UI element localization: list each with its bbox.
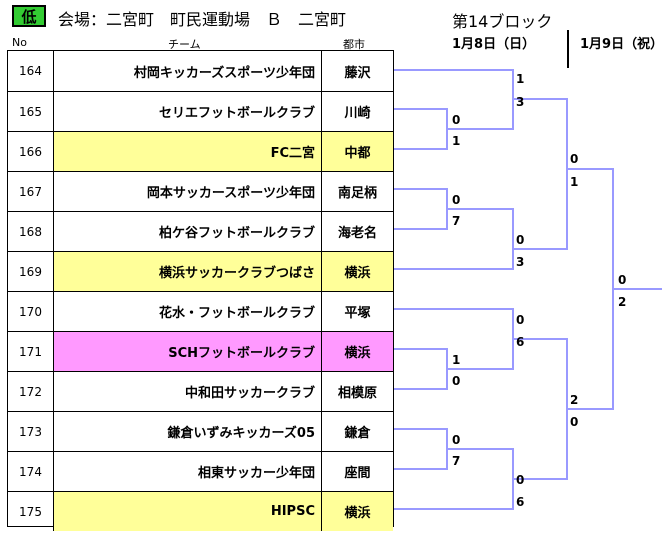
team-city: 座間 bbox=[344, 466, 371, 481]
bracket-line bbox=[394, 428, 448, 470]
team-number: 170 bbox=[8, 292, 54, 331]
team-city: 海老名 bbox=[337, 226, 377, 241]
team-number: 173 bbox=[8, 412, 54, 451]
match-score: 0 bbox=[452, 113, 461, 127]
team-name: FC二宮 bbox=[54, 132, 322, 171]
match-score: 1 bbox=[452, 353, 461, 367]
round2-date: 1月9日（祝） bbox=[580, 37, 664, 52]
block-title: 第14ブロック bbox=[452, 12, 553, 31]
match-score: 3 bbox=[516, 255, 525, 269]
team-number: 174 bbox=[8, 452, 54, 491]
match-score: 2 bbox=[570, 393, 579, 407]
col-header-no: No bbox=[12, 36, 27, 49]
team-city: 横浜 bbox=[322, 252, 393, 291]
match-score: 7 bbox=[452, 454, 461, 468]
match-score: 0 bbox=[516, 233, 525, 247]
team-city: 横浜 bbox=[322, 332, 393, 371]
round1-date: 1月8日（日） bbox=[452, 37, 536, 52]
match-score: 1 bbox=[516, 72, 525, 86]
team-name: HIPSC bbox=[54, 492, 322, 531]
team-name: 横浜サッカークラブつばさ bbox=[54, 252, 322, 291]
bracket-line bbox=[567, 168, 614, 410]
team-city: 相模原 bbox=[337, 386, 377, 401]
bracket-line bbox=[394, 108, 448, 150]
col-header-city: 都市 bbox=[343, 38, 365, 51]
bracket-line bbox=[513, 98, 568, 250]
date-separator bbox=[567, 30, 569, 68]
team-city: 平塚 bbox=[344, 306, 371, 321]
level-badge: 低 bbox=[12, 5, 46, 27]
team-city: 鎌倉 bbox=[344, 426, 371, 441]
match-score: 3 bbox=[516, 95, 525, 109]
team-name: セリエフットボールクラブ bbox=[54, 92, 322, 131]
team-number: 165 bbox=[8, 92, 54, 131]
team-number: 168 bbox=[8, 212, 54, 251]
team-city: 横浜 bbox=[322, 492, 393, 531]
team-name: 相東サッカー少年団 bbox=[54, 452, 322, 491]
team-name: 岡本サッカースポーツ少年団 bbox=[54, 172, 322, 211]
team-city: 中都 bbox=[322, 132, 393, 171]
team-name: 村岡キッカーズスポーツ少年団 bbox=[54, 51, 322, 91]
team-number: 171 bbox=[8, 332, 54, 371]
team-number: 167 bbox=[8, 172, 54, 211]
col-header-team: チーム bbox=[168, 38, 201, 51]
team-city: 藤沢 bbox=[344, 65, 371, 81]
team-number: 169 bbox=[8, 252, 54, 291]
team-name: 鎌倉いずみキッカーズ05 bbox=[54, 412, 322, 451]
venue-title: 会場：二宮町 町民運動場 Ｂ 二宮町 bbox=[58, 10, 347, 29]
team-number: 172 bbox=[8, 372, 54, 411]
bracket-line bbox=[513, 338, 568, 480]
team-number: 164 bbox=[8, 51, 54, 91]
match-score: 0 bbox=[516, 473, 525, 487]
match-score: 1 bbox=[570, 175, 579, 189]
match-score: 1 bbox=[452, 134, 461, 148]
team-name: 柏ケ谷フットボールクラブ bbox=[54, 212, 322, 251]
bracket-line bbox=[394, 188, 448, 230]
match-score: 6 bbox=[516, 335, 525, 349]
team-name: 花水・フットボールクラブ bbox=[54, 292, 322, 331]
match-score: 0 bbox=[570, 415, 579, 429]
team-city: 南足柄 bbox=[337, 186, 377, 201]
match-score: 7 bbox=[452, 214, 461, 228]
match-score: 0 bbox=[452, 374, 461, 388]
bracket-line bbox=[394, 348, 448, 390]
team-number: 166 bbox=[8, 132, 54, 171]
team-number: 175 bbox=[8, 492, 54, 531]
match-score: 0 bbox=[516, 313, 525, 327]
match-score: 2 bbox=[618, 295, 627, 309]
bracket-line bbox=[394, 208, 514, 270]
team-name: SCHフットボールクラブ bbox=[54, 332, 322, 371]
match-score: 6 bbox=[516, 495, 525, 509]
team-name: 中和田サッカークラブ bbox=[54, 372, 322, 411]
team-city: 川崎 bbox=[344, 106, 371, 121]
match-score: 0 bbox=[452, 193, 461, 207]
match-score: 0 bbox=[618, 273, 627, 287]
match-score: 0 bbox=[452, 433, 461, 447]
match-score: 0 bbox=[570, 152, 579, 166]
